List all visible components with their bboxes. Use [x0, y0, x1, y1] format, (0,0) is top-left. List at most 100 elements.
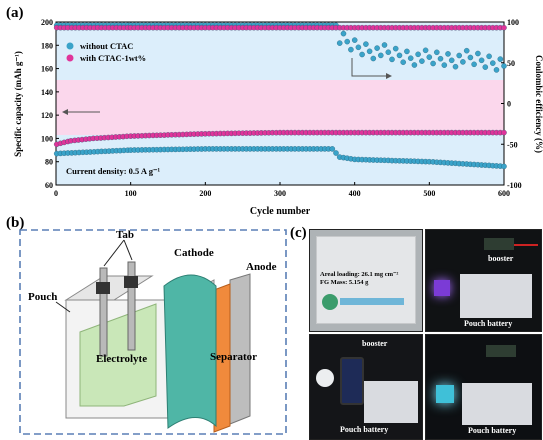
university-logo — [322, 294, 338, 310]
tab-right — [127, 261, 136, 351]
legend-marker-with-ctac — [66, 54, 74, 62]
y-left-tick-label: 80 — [45, 158, 53, 167]
series-2-point — [407, 55, 414, 61]
series-2-point — [441, 62, 448, 68]
right-arrow — [351, 58, 388, 77]
series-2-point — [366, 48, 373, 55]
series-2-point — [415, 51, 421, 58]
series-2-point — [452, 63, 459, 70]
areal-loading-text: Areal loading: 26.1 mg cm⁻² — [320, 271, 399, 278]
lit-lamp — [434, 280, 450, 296]
series-3-point — [501, 24, 507, 31]
series-2-point — [363, 41, 369, 47]
series-2-point — [497, 56, 504, 62]
y-left-tick-label: 160 — [41, 65, 53, 74]
photo-lamp-lit: Pouch battery — [425, 334, 542, 440]
series-2-point — [460, 59, 466, 65]
series-2-point — [471, 61, 477, 68]
series-2-point — [437, 55, 444, 62]
series-2-point — [404, 48, 410, 55]
x-tick-label: 100 — [125, 189, 137, 198]
booster-label-top: booster — [488, 254, 514, 263]
x-tick-label: 400 — [349, 189, 361, 198]
y-left-tick-label: 140 — [41, 88, 53, 97]
series-2-point — [374, 45, 380, 51]
pouch-label: Pouch — [28, 291, 57, 303]
photo-pouch-cell: Areal loading: 26.1 mg cm⁻² FG Mass: 5.1… — [309, 229, 423, 332]
logo-banner — [340, 298, 404, 305]
tab-label: Tab — [116, 229, 134, 241]
series-2-point — [467, 54, 474, 61]
pouch-battery-image-2 — [364, 381, 418, 423]
series-2-point — [396, 52, 403, 59]
pouch-pointer — [55, 301, 71, 313]
left-arrow-head — [62, 109, 68, 115]
series-2-point — [381, 42, 388, 48]
pouch-cell-diagram: Tab Cathode Anode Pouch Electrolyte Sepa… — [19, 229, 287, 435]
series-2-point — [463, 47, 470, 54]
y-right-tick-label: 100 — [507, 18, 519, 27]
series-2-point — [445, 51, 451, 57]
current-density-annotation: Current density: 0.5 A g⁻¹ — [66, 166, 160, 176]
series-2-point — [348, 46, 354, 53]
series-2-point — [370, 55, 377, 62]
legend-label-without-ctac: without CTAC — [80, 41, 133, 51]
anode-sheet — [229, 273, 251, 425]
series-2-point — [389, 56, 395, 63]
series-0-point — [501, 163, 507, 170]
y-right-tick-label: -100 — [507, 181, 522, 190]
panel-a-label: (a) — [6, 5, 24, 21]
phone — [340, 357, 364, 405]
pouch-battery-label-top: Pouch battery — [464, 319, 513, 328]
y-left-tick-label: 120 — [41, 111, 53, 120]
y-left-tick-label: 60 — [45, 181, 53, 190]
y-left-tick-label: 100 — [41, 134, 53, 143]
y-left-tick-label: 180 — [41, 41, 53, 50]
series-2-point — [378, 52, 384, 59]
y-right-tick-label: -50 — [507, 140, 518, 149]
y-right-tick-label: 0 — [507, 100, 511, 109]
tab-left — [99, 267, 108, 357]
right-arrow-head — [386, 73, 392, 79]
y-axis-left-title: Specific capacity (mAh g⁻¹) — [13, 51, 23, 157]
series-2-point — [336, 40, 343, 46]
y-left-tick-label: 200 — [41, 18, 53, 27]
booster-board-2 — [486, 345, 516, 357]
series-2-point — [344, 38, 350, 45]
series-2-point — [411, 62, 418, 68]
pink-band-mid — [56, 80, 504, 135]
series-2-point — [486, 53, 492, 60]
pouch-battery-image-3 — [462, 383, 532, 425]
y-right-tick-label: 50 — [507, 59, 515, 68]
series-2-point — [434, 49, 440, 56]
tab-pointer-2 — [123, 239, 133, 261]
series-2-point — [493, 67, 500, 73]
tab-seal-right — [124, 276, 138, 288]
x-tick-label: 0 — [54, 189, 58, 198]
electrolyte-fill — [79, 303, 157, 407]
series-2-point — [490, 60, 496, 66]
x-tick-label: 500 — [423, 189, 435, 198]
series-2-point — [400, 59, 406, 65]
series-2-point — [419, 58, 425, 64]
separator-label: Separator — [210, 351, 257, 363]
tab-pointer-1 — [103, 239, 125, 267]
pouch-battery-label-bottom-left: Pouch battery — [340, 425, 389, 434]
x-axis-title: Cycle number — [250, 206, 311, 217]
series-2-point — [430, 60, 436, 67]
series-2-point — [475, 50, 481, 57]
blue-band-top — [56, 22, 504, 80]
series-2-point — [448, 57, 455, 64]
series-2-point — [355, 44, 362, 51]
series-2-point — [456, 52, 462, 59]
photo-booster-top: booster Pouch battery — [425, 229, 542, 332]
x-tick-label: 300 — [274, 189, 286, 198]
series-2-point — [478, 57, 485, 64]
diagram-dashed-border — [19, 229, 287, 435]
series-2-point — [426, 54, 433, 60]
series-2-point — [385, 49, 392, 55]
series-1-point — [501, 129, 507, 136]
earbud-case — [316, 369, 334, 387]
cathode-label: Cathode — [174, 247, 214, 259]
